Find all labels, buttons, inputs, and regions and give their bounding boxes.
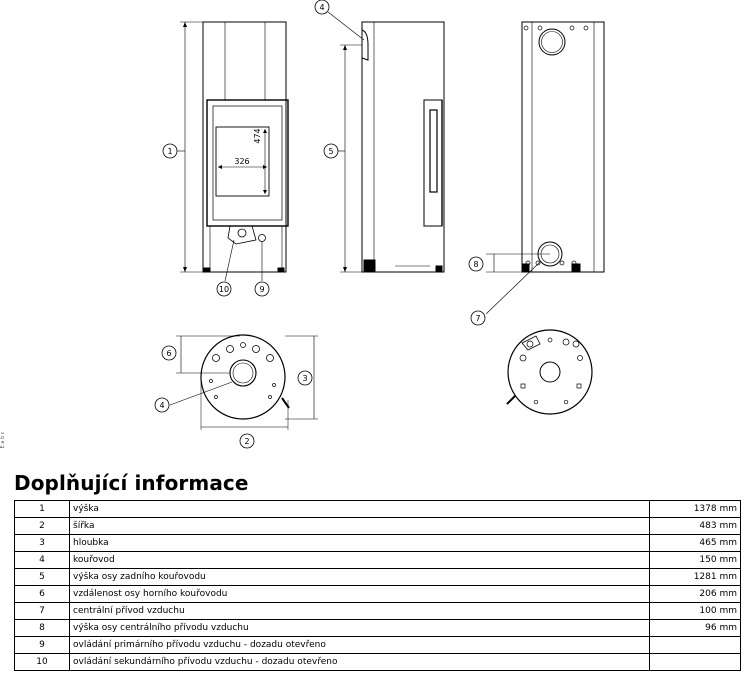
row-description: šířka — [69, 517, 650, 535]
row-description: vzdálenost osy horního kouřovodu — [69, 585, 650, 603]
row-value — [649, 636, 741, 654]
row-number: 5 — [14, 568, 70, 586]
row-value: 465 mm — [649, 534, 741, 552]
callout-9: 9 — [259, 285, 264, 294]
callout-3: 3 — [302, 374, 307, 383]
row-value: 150 mm — [649, 551, 741, 569]
bottom-view — [506, 329, 593, 415]
air-control-assembly — [227, 225, 257, 245]
side-view — [327, 11, 445, 273]
bottom-body-circle — [507, 329, 593, 415]
callout-1: 1 — [167, 147, 172, 156]
row-number: 9 — [14, 636, 70, 654]
row-value: 100 mm — [649, 602, 741, 620]
callout-6: 6 — [166, 349, 171, 358]
info-title: Doplňující informace — [14, 471, 249, 495]
row-value: 206 mm — [649, 585, 741, 603]
callout-9-circle — [254, 281, 270, 297]
row-number: 3 — [14, 534, 70, 552]
row-number: 6 — [14, 585, 70, 603]
callout-4b: 4 — [159, 401, 164, 410]
row-description: výška osy zadního kouřovodu — [69, 568, 650, 586]
callout-10: 10 — [219, 285, 229, 294]
front-glass — [215, 126, 270, 197]
row-value: 1281 mm — [649, 568, 741, 586]
row-number: 2 — [14, 517, 70, 535]
glass-height-label: 474 — [253, 128, 262, 143]
side-body-outline — [361, 21, 445, 273]
callout-2-circle — [239, 433, 255, 449]
callout-8-circle — [468, 256, 484, 272]
back-body-outline — [521, 21, 605, 273]
row-description: ovládání primárního přívodu vzduchu - do… — [69, 636, 650, 654]
row-value: 1378 mm — [649, 500, 741, 518]
row-number: 4 — [14, 551, 70, 569]
callout-1-circle — [162, 143, 178, 159]
side-note: E a b c — [0, 431, 6, 448]
callout-5: 5 — [328, 147, 333, 156]
front-view — [177, 21, 289, 282]
top-view — [169, 334, 318, 430]
row-description: hloubka — [69, 534, 650, 552]
technical-drawing: 326 474 1 2 3 4 4 5 6 7 8 9 10 E a b c — [0, 0, 605, 449]
callout-2: 2 — [244, 437, 249, 446]
row-value: 96 mm — [649, 619, 741, 637]
callout-8: 8 — [473, 260, 478, 269]
front-body-outline — [202, 21, 287, 273]
callout-3-circle — [297, 370, 313, 386]
callout-4: 4 — [319, 3, 324, 12]
back-view — [485, 21, 605, 315]
callout-10-circle — [216, 281, 232, 297]
callout-7: 7 — [475, 314, 480, 323]
row-number: 10 — [14, 653, 70, 671]
row-value: 483 mm — [649, 517, 741, 535]
glass-width-label: 326 — [234, 157, 249, 166]
row-description: kouřovod — [69, 551, 650, 569]
row-description: centrální přívod vzduchu — [69, 602, 650, 620]
row-number: 7 — [14, 602, 70, 620]
row-description: ovládání sekundárního přívodu vzduchu - … — [69, 653, 650, 671]
row-description: výška osy centrálního přívodu vzduchu — [69, 619, 650, 637]
row-number: 8 — [14, 619, 70, 637]
callout-6-circle — [161, 345, 177, 361]
row-number: 1 — [14, 500, 70, 518]
callout-4b-circle — [154, 397, 170, 413]
callout-5-circle — [323, 143, 339, 159]
callout-7-circle — [470, 310, 486, 326]
callout-4-circle — [314, 0, 330, 15]
top-body-circle — [200, 334, 286, 420]
row-value — [649, 653, 741, 671]
row-description: výška — [69, 500, 650, 518]
